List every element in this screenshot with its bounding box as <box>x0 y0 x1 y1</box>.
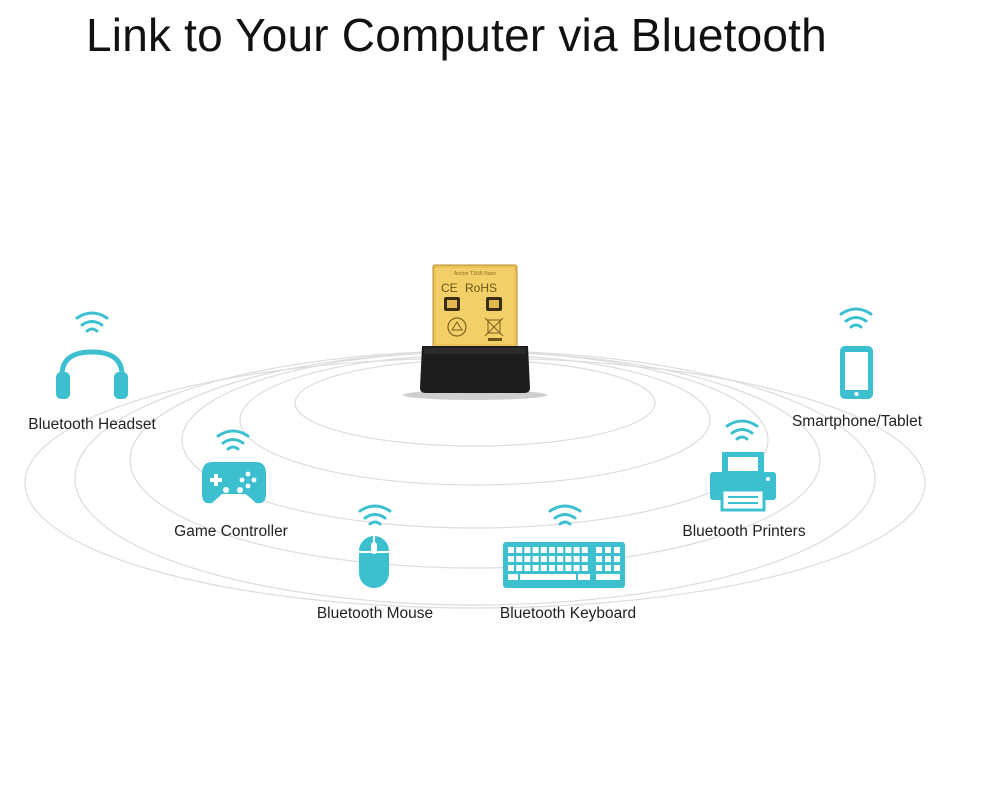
signal-waves-icon <box>839 307 873 329</box>
keyboard-key <box>614 547 620 553</box>
device-game-controller <box>202 429 266 504</box>
ce-mark: CE <box>441 281 458 295</box>
keyboard-key <box>578 574 590 580</box>
gamepad-icon <box>202 462 266 504</box>
certification-mark <box>447 317 467 337</box>
keyboard-key <box>508 556 514 562</box>
keyboard-key <box>508 565 514 571</box>
keyboard-key <box>596 547 602 553</box>
keyboard-key <box>508 547 514 553</box>
keyboard-key <box>614 565 620 571</box>
smartphone-icon <box>840 346 873 399</box>
keyboard-key <box>532 565 539 571</box>
keyboard-key <box>532 556 539 562</box>
keyboard-key <box>581 556 588 562</box>
keyboard-key <box>516 556 523 562</box>
keyboard-key <box>540 556 547 562</box>
keyboard-key <box>565 547 572 553</box>
signal-waves-icon <box>216 429 250 451</box>
keyboard-key <box>596 556 602 562</box>
mouse-icon <box>359 536 389 588</box>
device-keyboard <box>503 504 625 588</box>
keyboard-key <box>565 565 572 571</box>
device-mouse <box>358 504 392 588</box>
usb-bluetooth-adapter: Archer T2UB Nano CE RoHS <box>403 264 547 400</box>
keyboard-key <box>581 547 588 553</box>
keyboard-key <box>573 547 580 553</box>
device-phone <box>839 307 873 399</box>
device-label-keyboard: Bluetooth Keyboard <box>499 605 637 622</box>
keyboard-key <box>596 565 602 571</box>
keyboard-key <box>508 574 518 580</box>
headphones-icon <box>59 349 125 385</box>
keyboard-key <box>549 565 555 571</box>
weee-bin-mark <box>484 317 504 337</box>
keyboard-key <box>605 556 611 562</box>
keyboard-key <box>557 556 564 562</box>
keyboard-key <box>524 556 531 562</box>
printer-icon <box>710 452 776 512</box>
keyboard-key <box>573 565 580 571</box>
device-label-headset: Bluetooth Headset <box>28 416 156 433</box>
keyboard-key <box>596 574 620 580</box>
keyboard-key <box>565 556 572 562</box>
signal-waves-icon <box>548 504 582 526</box>
signal-waves-icon <box>75 311 109 333</box>
signal-waves-icon <box>725 419 759 441</box>
keyboard-key <box>557 565 564 571</box>
keyboard-key <box>540 547 547 553</box>
keyboard-key <box>605 547 611 553</box>
keyboard-key <box>573 556 580 562</box>
svg-text:Archer T2UB Nano: Archer T2UB Nano <box>454 271 496 277</box>
device-printer <box>710 419 776 512</box>
keyboard-key <box>524 565 531 571</box>
device-label-printer: Bluetooth Printers <box>682 523 806 540</box>
keyboard-key <box>549 556 555 562</box>
keyboard-key <box>532 547 539 553</box>
keyboard-icon <box>503 542 625 588</box>
rohs-mark: RoHS <box>465 281 497 295</box>
keyboard-key <box>557 547 564 553</box>
keyboard-key <box>549 547 555 553</box>
adapter-body <box>420 346 530 393</box>
keyboard-key <box>540 565 547 571</box>
page-title: Link to Your Computer via Bluetooth <box>86 9 827 61</box>
keyboard-key <box>516 547 523 553</box>
device-headset <box>56 311 128 399</box>
device-label-mouse: Bluetooth Mouse <box>316 605 434 622</box>
device-label-phone: Smartphone/Tablet <box>791 413 923 430</box>
device-label-game-controller: Game Controller <box>174 523 288 540</box>
keyboard-key <box>614 556 620 562</box>
keyboard-key <box>581 565 588 571</box>
keyboard-key <box>516 565 523 571</box>
keyboard-key <box>605 565 611 571</box>
keyboard-key <box>524 547 531 553</box>
keyboard-key <box>520 574 576 580</box>
